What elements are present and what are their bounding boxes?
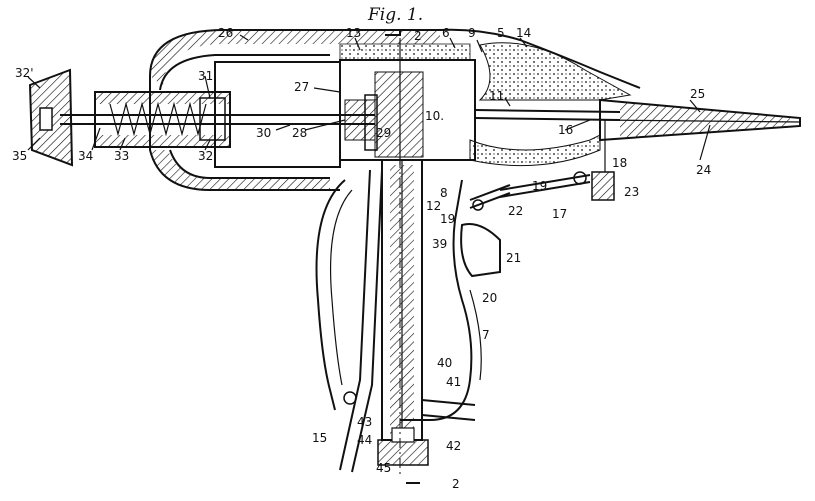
label-26: 26 [218,26,233,40]
leader-lines [27,34,711,161]
label-45: 45 [376,461,391,475]
nozzle [599,98,801,142]
label-35: 35 [12,149,27,163]
label-42: 42 [446,439,461,453]
label-10: 10. [425,109,444,123]
label-6: 6 [442,26,450,40]
label-5: 5 [497,26,505,40]
label-20: 20 [482,291,497,305]
material-regions [339,42,632,167]
label-24: 24 [696,163,711,177]
label-40: 40 [437,356,452,370]
label-15: 15 [312,431,327,445]
label-11: 11 [489,89,504,103]
hose [339,169,383,473]
label-32: 32 [198,149,213,163]
label-16: 16 [558,123,573,137]
label-43: 43 [357,415,372,429]
label-17: 17 [552,207,567,221]
label-14: 14 [516,26,531,40]
label-12: 12 [426,199,441,213]
section-mark-top: 2 [414,29,422,43]
label-29: 29 [376,126,391,140]
label-41: 41 [446,375,461,389]
label-8: 8 [440,186,448,200]
label-33: 33 [114,149,129,163]
adjustment-knob[interactable] [28,68,74,167]
reference-labels: 32' 35 34 33 32 31 30 28 29 27 26 13 6 9… [12,26,711,475]
label-21: 21 [506,251,521,265]
screw-tube [377,159,429,466]
label-9: 9 [468,26,476,40]
label-44: 44 [357,433,372,447]
rod-and-spring [60,91,378,151]
label-27: 27 [294,80,309,94]
label-32-prime: 32' [15,66,34,80]
label-39: 39 [432,237,447,251]
label-28: 28 [292,126,307,140]
label-30: 30 [256,126,271,140]
figure-title: Fig. 1. [367,5,423,25]
handle-grip[interactable] [315,179,482,421]
label-7: 7 [482,328,490,342]
label-31: 31 [198,69,213,83]
label-19-lower: 19 [440,212,455,226]
section-line: 2 2 [385,29,460,491]
label-22: 22 [508,204,523,218]
section-mark-bottom: 2 [452,477,460,491]
label-23: 23 [624,185,639,199]
air-line [421,399,476,421]
trigger[interactable] [460,120,615,278]
label-18: 18 [612,156,627,170]
label-34: 34 [78,149,93,163]
label-19-upper: 19 [532,179,547,193]
label-25: 25 [690,87,705,101]
label-13: 13 [346,26,361,40]
